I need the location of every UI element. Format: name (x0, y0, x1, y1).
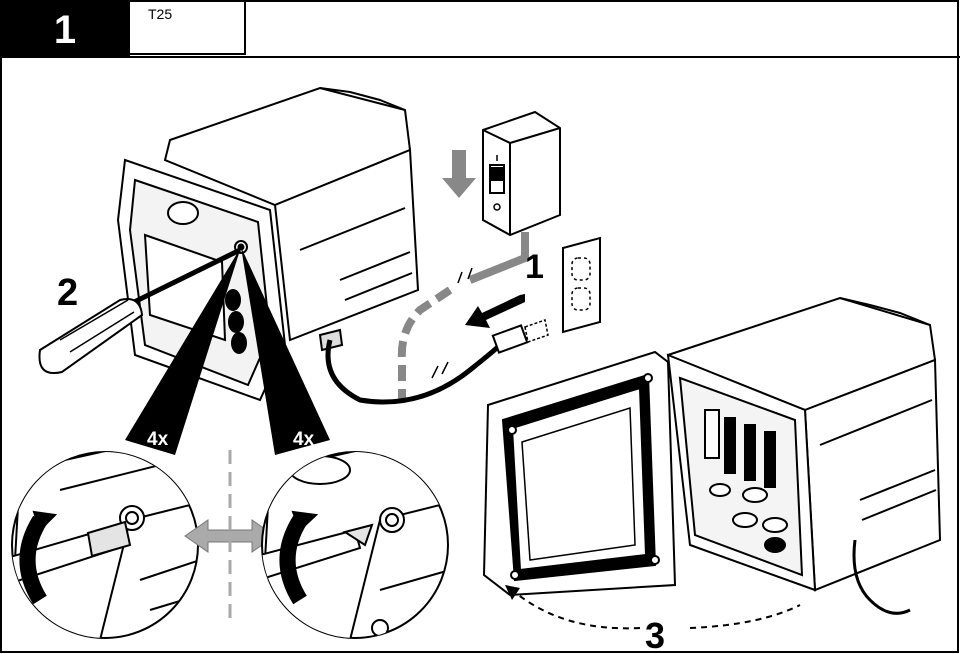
detail-circle-right (260, 430, 460, 650)
step-header: 1 (0, 0, 130, 57)
controller-open (484, 298, 940, 613)
quantity-label-left: 4x (147, 429, 169, 450)
step-number: 1 (0, 8, 130, 53)
detail-circle-left (0, 430, 210, 650)
step-callout-open-door: 3 (645, 615, 665, 654)
quantity-label-right: 4x (293, 429, 315, 450)
step-callout-unplug: 1 (525, 248, 544, 286)
step-callout-unscrew: 2 (57, 272, 78, 314)
wall-outlet (563, 238, 600, 332)
switch-off-arrow (442, 150, 476, 198)
power-cord (328, 320, 548, 402)
power-switch (483, 112, 560, 235)
tool-label: T25 (148, 6, 172, 22)
unplug-arrow (465, 294, 525, 328)
